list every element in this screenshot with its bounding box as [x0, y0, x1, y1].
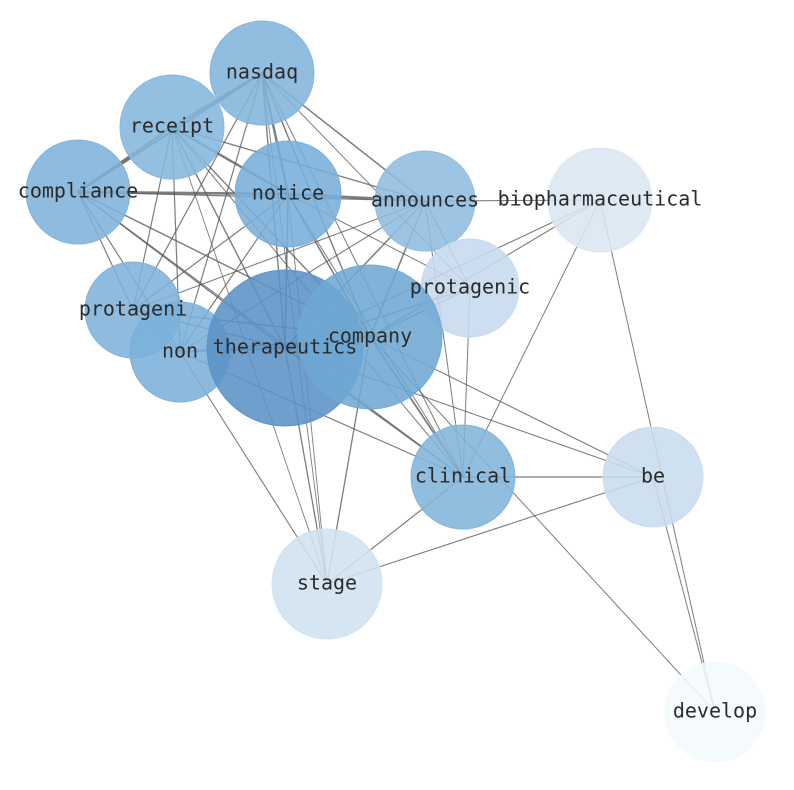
graph-node-label-company: company — [328, 324, 412, 348]
node-layer — [25, 20, 766, 763]
graph-node-be[interactable] — [602, 426, 704, 528]
graph-node-company[interactable] — [297, 264, 443, 410]
graph-edge — [326, 476, 654, 585]
graph-node-label-protageni: protageni — [79, 297, 187, 321]
graph-node-label-non: non — [162, 339, 198, 363]
label-layer: nasdaq receipt compliance notice announces bi… — [18, 60, 757, 723]
graph-node-nasdaq[interactable] — [209, 20, 315, 126]
graph-node-receipt[interactable] — [119, 74, 225, 180]
graph-node-label-compliance: compliance — [18, 179, 138, 203]
graph-node-announces[interactable] — [374, 150, 476, 252]
graph-node-notice[interactable] — [234, 140, 342, 248]
graph-node-clinical[interactable] — [410, 424, 516, 530]
graph-node-compliance[interactable] — [25, 139, 131, 245]
graph-node-label-develop: develop — [673, 699, 757, 723]
graph-node-label-biopharmaceutical: biopharmaceutical — [498, 187, 703, 211]
graph-node-label-stage: stage — [297, 571, 357, 595]
graph-node-label-therapeutics: therapeutics — [213, 335, 358, 359]
graph-node-develop[interactable] — [664, 661, 766, 763]
graph-node-label-receipt: receipt — [130, 114, 214, 138]
graph-node-label-announces: announces — [371, 188, 479, 212]
graph-node-label-clinical: clinical — [415, 464, 511, 488]
graph-edge — [132, 200, 426, 311]
graph-node-label-nasdaq: nasdaq — [226, 60, 298, 84]
graph-node-stage[interactable] — [271, 528, 383, 640]
graph-node-label-be: be — [641, 464, 665, 488]
graph-node-biopharmaceutical[interactable] — [547, 147, 653, 253]
graph-node-label-notice: notice — [252, 181, 324, 205]
graph-edge — [369, 336, 716, 713]
graph-node-label-protagenic: protagenic — [410, 275, 530, 299]
